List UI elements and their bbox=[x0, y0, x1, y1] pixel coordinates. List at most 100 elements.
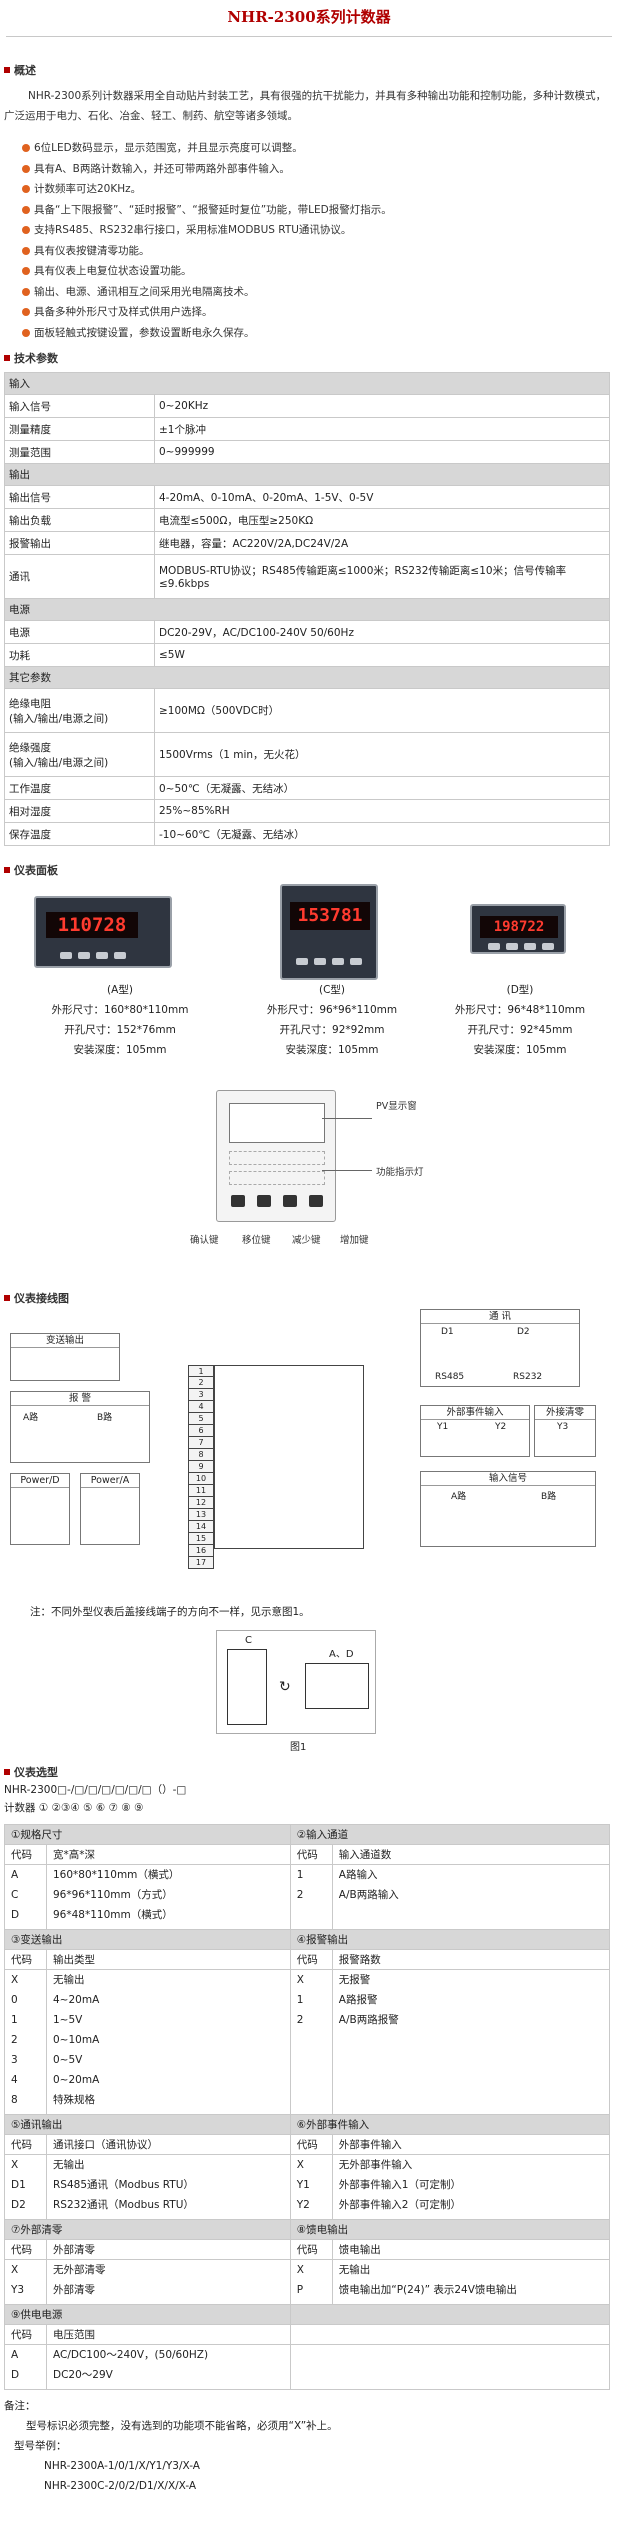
option-code: Y1 bbox=[296, 2179, 310, 2191]
terminal-number: 6 bbox=[188, 1425, 214, 1437]
feature-item: 具备“上下限报警”、“延时报警”、“报警延时复位”功能，带LED报警灯指示。 bbox=[22, 200, 602, 221]
meter-key-icon bbox=[488, 943, 500, 950]
meter-d-caption: (D型) 外形尺寸：96*48*110mm 开孔尺寸：92*45mm 安装深度：… bbox=[440, 980, 600, 1060]
option-code: 2 bbox=[11, 2034, 18, 2046]
meter-a-depth: 安装深度：105mm bbox=[73, 1044, 167, 1056]
spec-group-row: 输入 bbox=[4, 372, 610, 395]
spec-group-title: 输出 bbox=[4, 463, 610, 486]
y1-label: Y1 bbox=[437, 1422, 449, 1432]
feature-item: 面板轻触式按键设置，参数设置断电永久保存。 bbox=[22, 323, 602, 344]
option-code: X bbox=[11, 2264, 19, 2276]
option-code: X bbox=[11, 2159, 19, 2171]
meter-key-icon bbox=[506, 943, 518, 950]
spec-key: 通讯 bbox=[4, 554, 155, 599]
ext-event-title: 外部事件输入 bbox=[421, 1406, 529, 1420]
option-code: 8 bbox=[11, 2094, 18, 2106]
power-d-title: Power/D bbox=[11, 1474, 69, 1488]
option-code: D2 bbox=[11, 2199, 26, 2211]
decrease-key-label: 减少键 bbox=[292, 1235, 321, 1246]
option-value: 无输出 bbox=[338, 2264, 371, 2276]
bullet-icon bbox=[22, 267, 30, 275]
indicator-row bbox=[229, 1151, 325, 1165]
increase-key-label: 增加键 bbox=[340, 1235, 369, 1246]
selection-block-title: ②输入通道 bbox=[289, 1824, 611, 1845]
terminal-number: 12 bbox=[188, 1497, 214, 1509]
spec-key: 功耗 bbox=[4, 643, 155, 667]
spec-value: -10~60℃（无凝露、无结冰） bbox=[154, 822, 610, 846]
comm-box: 通 讯 D1 D2 RS485 RS232 bbox=[420, 1309, 580, 1387]
spec-key: 输入信号 bbox=[4, 394, 155, 418]
meter-a-display: 110728 bbox=[46, 912, 138, 938]
bullet-icon bbox=[22, 164, 30, 173]
terminal-number: 1 bbox=[188, 1365, 214, 1377]
code-column-header: 代码 bbox=[4, 2324, 47, 2345]
option-column-header: 通讯接口（通讯协议） bbox=[46, 2134, 291, 2155]
terminal-number: 17 bbox=[188, 1557, 214, 1569]
feature-text: 具备“上下限报警”、“延时报警”、“报警延时复位”功能，带LED报警灯指示。 bbox=[34, 203, 392, 216]
feature-text: 6位LED数码显示，显示范围宽，并且显示亮度可以调整。 bbox=[34, 142, 303, 154]
meter-c-display: 153781 bbox=[290, 902, 370, 930]
meter-key-icon bbox=[350, 958, 362, 965]
meter-c-image: 153781 bbox=[280, 884, 378, 980]
option-value: 外部事件输入1（可定制） bbox=[338, 2179, 461, 2191]
spec-key: 相对湿度 bbox=[4, 799, 155, 823]
ext-clear-title: 外接清零 bbox=[535, 1406, 595, 1420]
decrease-key-icon bbox=[283, 1195, 297, 1207]
selection-block-title bbox=[289, 2304, 611, 2325]
option-code: 2 bbox=[296, 1889, 304, 1901]
bullet-icon bbox=[22, 226, 30, 234]
selection-block-title: ⑥外部事件输入 bbox=[289, 2114, 611, 2135]
meter-key-icon bbox=[542, 943, 554, 950]
option-value: A/B两路输入 bbox=[338, 1889, 399, 1901]
selection-head-row: ⑨供电电源 bbox=[4, 2304, 611, 2325]
option-value: 无报警 bbox=[338, 1974, 371, 1986]
option-value: 外部清零 bbox=[53, 2284, 95, 2296]
power-d-box: Power/D bbox=[10, 1473, 70, 1545]
spec-group-row: 电源 bbox=[4, 598, 610, 621]
option-column-header: 输出类型 bbox=[46, 1949, 291, 1970]
confirm-key-icon bbox=[231, 1195, 245, 1207]
indicator-row bbox=[229, 1171, 325, 1185]
spec-group-title: 其它参数 bbox=[4, 666, 610, 689]
alarm-box: 报 警 A路 B路 bbox=[10, 1391, 150, 1463]
option-code: D bbox=[11, 1909, 20, 1921]
option-code: C bbox=[11, 1889, 19, 1901]
option-code: 1 bbox=[296, 1994, 304, 2006]
code-column-header: 代码 bbox=[4, 2239, 47, 2260]
option-code: Y2 bbox=[296, 2199, 310, 2211]
input-b-label: B路 bbox=[541, 1492, 557, 1502]
option-code: P bbox=[296, 2284, 304, 2296]
terminal-number: 15 bbox=[188, 1533, 214, 1545]
remarks-line: 型号标识必须完整，没有选到的功能项不能省略，必须用“X”补上。 bbox=[26, 2420, 338, 2432]
option-values: AC/DC100～240V，(50/60HZ)DC20～29V bbox=[46, 2344, 291, 2390]
option-value: 4~20mA bbox=[53, 1994, 100, 2006]
power-a-box: Power/A bbox=[80, 1473, 140, 1545]
meter-a-cutout: 开孔尺寸：152*76mm bbox=[64, 1024, 176, 1036]
section-marker-icon bbox=[4, 1295, 10, 1301]
option-code: 0 bbox=[11, 1994, 18, 2006]
meter-d-image: 198722 bbox=[470, 904, 566, 954]
meter-c-cutout: 开孔尺寸：92*92mm bbox=[279, 1024, 385, 1036]
code-column-header: 代码 bbox=[289, 2239, 333, 2260]
spec-value: 0~999999 bbox=[154, 440, 610, 464]
spec-value: 0~20KHz bbox=[154, 394, 610, 418]
selection-block-title: ⑤通讯输出 bbox=[4, 2114, 291, 2135]
selection-block-title: ①规格尺寸 bbox=[4, 1824, 291, 1845]
meter-key-icon bbox=[314, 958, 326, 965]
selection-block-title: ⑧馈电输出 bbox=[289, 2219, 611, 2240]
option-code: X bbox=[11, 1974, 19, 1986]
spec-value: DC20-29V，AC/DC100-240V 50/60Hz bbox=[154, 620, 610, 644]
option-code: A bbox=[11, 2349, 19, 2361]
input-signal-title: 输入信号 bbox=[421, 1472, 595, 1486]
spec-group-title: 输入 bbox=[4, 372, 610, 395]
section-marker-icon bbox=[4, 1769, 10, 1775]
selection-heading: 仪表选型 bbox=[4, 1764, 58, 1780]
